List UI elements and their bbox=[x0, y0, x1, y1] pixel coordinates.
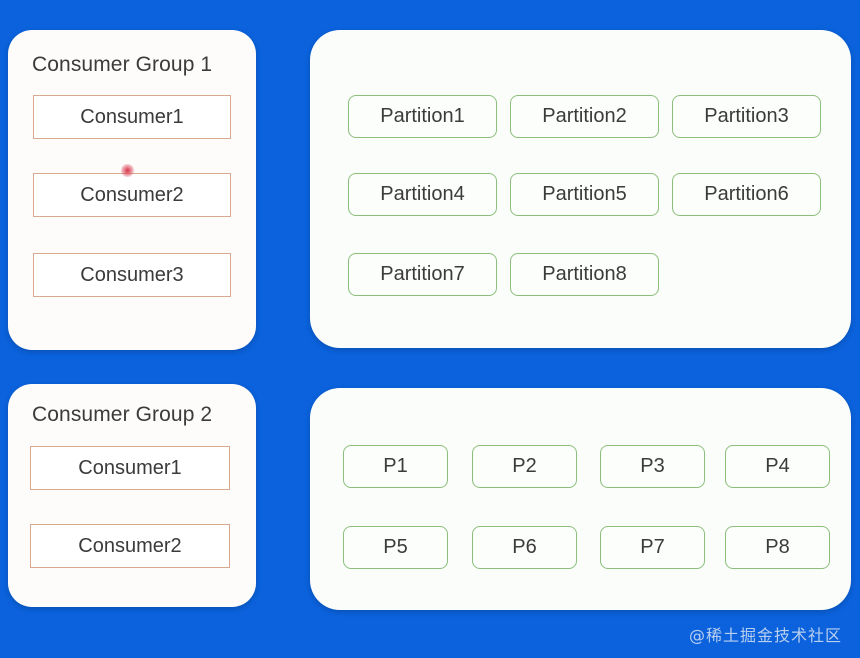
partition-box[interactable]: Partition6 bbox=[672, 173, 821, 216]
consumer-box[interactable]: Consumer3 bbox=[33, 253, 231, 297]
partition-box[interactable]: P1 bbox=[343, 445, 448, 488]
partition-box[interactable]: Partition8 bbox=[510, 253, 659, 296]
partition-box[interactable]: Partition5 bbox=[510, 173, 659, 216]
consumer-box[interactable]: Consumer2 bbox=[30, 524, 230, 568]
partition-box[interactable]: P5 bbox=[343, 526, 448, 569]
consumer-box[interactable]: Consumer2 bbox=[33, 173, 231, 217]
partitions-short-card: P1 P2 P3 P4 P5 P6 P7 P8 bbox=[310, 388, 851, 610]
partition-box[interactable]: P4 bbox=[725, 445, 830, 488]
partition-box[interactable]: P3 bbox=[600, 445, 705, 488]
consumer-box[interactable]: Consumer1 bbox=[33, 95, 231, 139]
consumer-group-1-title: Consumer Group 1 bbox=[32, 53, 213, 76]
consumer-box[interactable]: Consumer1 bbox=[30, 446, 230, 490]
consumer-group-1-card: Consumer Group 1 Consumer1 Consumer2 Con… bbox=[8, 30, 256, 350]
partition-box[interactable]: P6 bbox=[472, 526, 577, 569]
partition-box[interactable]: Partition1 bbox=[348, 95, 497, 138]
partition-box[interactable]: P7 bbox=[600, 526, 705, 569]
partitions-card: Partition1 Partition2 Partition3 Partiti… bbox=[310, 30, 851, 348]
watermark-text: @稀土掘金技术社区 bbox=[688, 626, 842, 645]
partition-box[interactable]: Partition4 bbox=[348, 173, 497, 216]
consumer-group-2-card: Consumer Group 2 Consumer1 Consumer2 bbox=[8, 384, 256, 607]
consumer-group-2-title: Consumer Group 2 bbox=[32, 403, 213, 426]
partition-box[interactable]: P2 bbox=[472, 445, 577, 488]
partition-box[interactable]: Partition3 bbox=[672, 95, 821, 138]
partition-box[interactable]: Partition2 bbox=[510, 95, 659, 138]
partition-box[interactable]: P8 bbox=[725, 526, 830, 569]
cursor-pointer-dot bbox=[121, 164, 134, 177]
partition-box[interactable]: Partition7 bbox=[348, 253, 497, 296]
